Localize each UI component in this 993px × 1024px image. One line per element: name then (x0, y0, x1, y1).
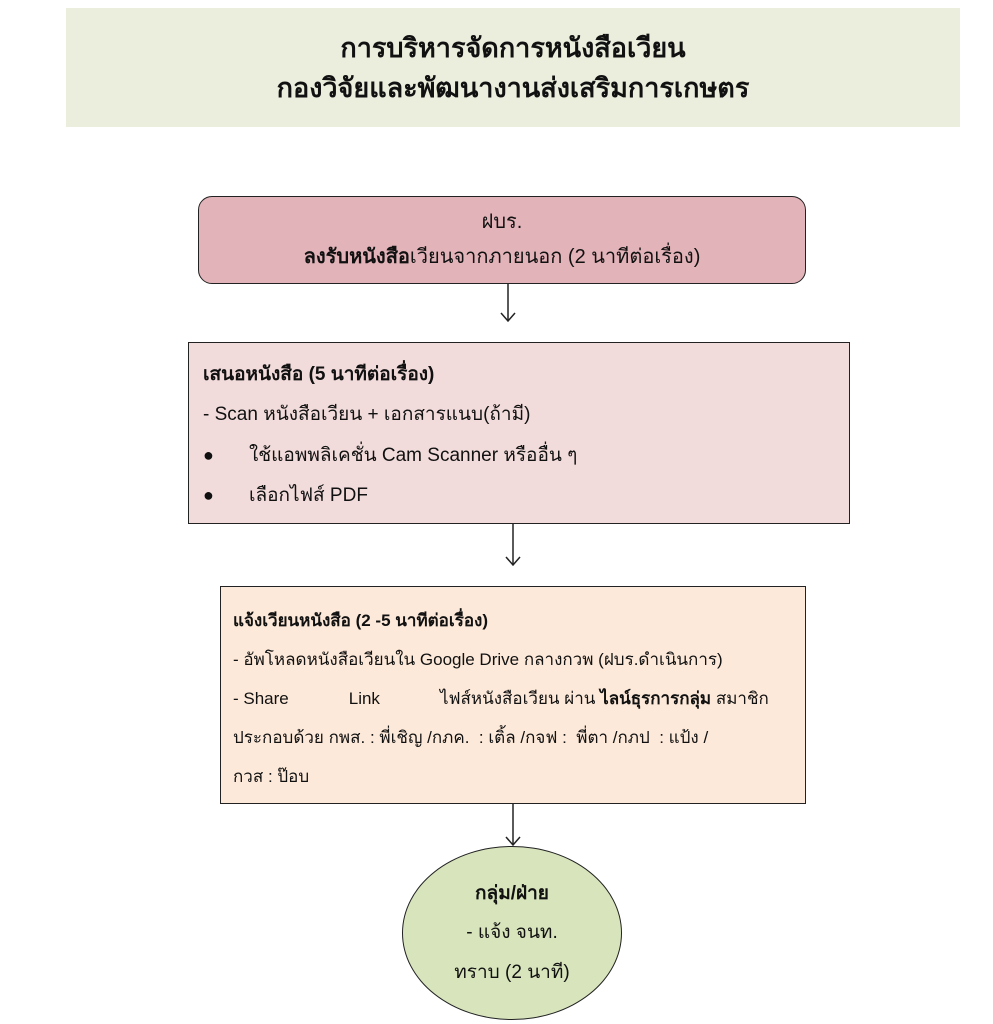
step-notify-line-group: ไลน์ธุรการกลุ่ม (600, 689, 712, 708)
step-group-ellipse: กลุ่ม/ฝ่าย - แจ้ง จนท. ทราบ (2 นาที) (402, 846, 622, 1020)
step-notify-box: แจ้งเวียนหนังสือ (2 -5 นาทีต่อเรื่อง) - … (220, 586, 806, 804)
bullet-icon: ● (203, 485, 214, 505)
title: การบริหารจัดการหนังสือเวียน (340, 33, 686, 63)
step-group-title: กลุ่ม/ฝ่าย (475, 883, 549, 904)
step-notify-share: - Share (233, 689, 289, 708)
step-receive-unit: ฝบร. (481, 211, 523, 233)
step-notify-title: แจ้งเวียนหนังสือ (2 -5 นาทีต่อเรื่อง) (233, 611, 489, 630)
arrow-down-icon (505, 524, 521, 567)
subtitle: กองวิจัยและพัฒนางานส่งเสริมการเกษตร (276, 73, 750, 103)
step-notify-members: ประกอบด้วย กพส. : พี่เชิญ /กภค. : เติ้ล … (233, 728, 709, 747)
step-group-line: - แจ้ง จนท. (466, 922, 558, 943)
title-banner: การบริหารจัดการหนังสือเวียน กองวิจัยและพ… (66, 8, 960, 127)
step-group-line: ทราบ (2 นาที) (454, 962, 570, 983)
step-present-box: เสนอหนังสือ (5 นาทีต่อเรื่อง) - Scan หนั… (188, 342, 850, 524)
step-present-bullet: ใช้แอพพลิเคชั่น Cam Scanner หรืออื่น ๆ (249, 445, 578, 466)
step-notify-end: สมาชิก (711, 689, 769, 708)
step-receive-action-rest: เวียนจากภายนอก (2 นาทีต่อเรื่อง) (409, 246, 701, 268)
step-receive-action: ลงรับหนังสือเวียนจากภายนอก (2 นาทีต่อเรื… (199, 237, 805, 277)
step-present-line: - Scan หนังสือเวียน + เอกสารแนบ(ถ้ามี) (203, 404, 531, 425)
bullet-icon: ● (203, 445, 214, 465)
step-present-bullet: เลือกไฟส์ PDF (249, 485, 368, 506)
step-notify-members-end: กวส : ป๊อบ (233, 767, 310, 786)
step-present-title: เสนอหนังสือ (5 นาทีต่อเรื่อง) (203, 364, 435, 385)
step-notify-link: Link (348, 689, 380, 708)
step-receive-box: ฝบร. ลงรับหนังสือเวียนจากภายนอก (2 นาทีต… (198, 196, 806, 284)
step-notify-mid: ไฟส์หนังสือเวียน ผ่าน (439, 689, 601, 708)
arrow-down-icon (505, 804, 521, 847)
arrow-down-icon (500, 284, 516, 323)
step-receive-action-bold: ลงรับหนังสือ (303, 246, 410, 268)
step-notify-line: - อัพโหลดหนังสือเวียนใน Google Drive กลา… (233, 650, 723, 669)
